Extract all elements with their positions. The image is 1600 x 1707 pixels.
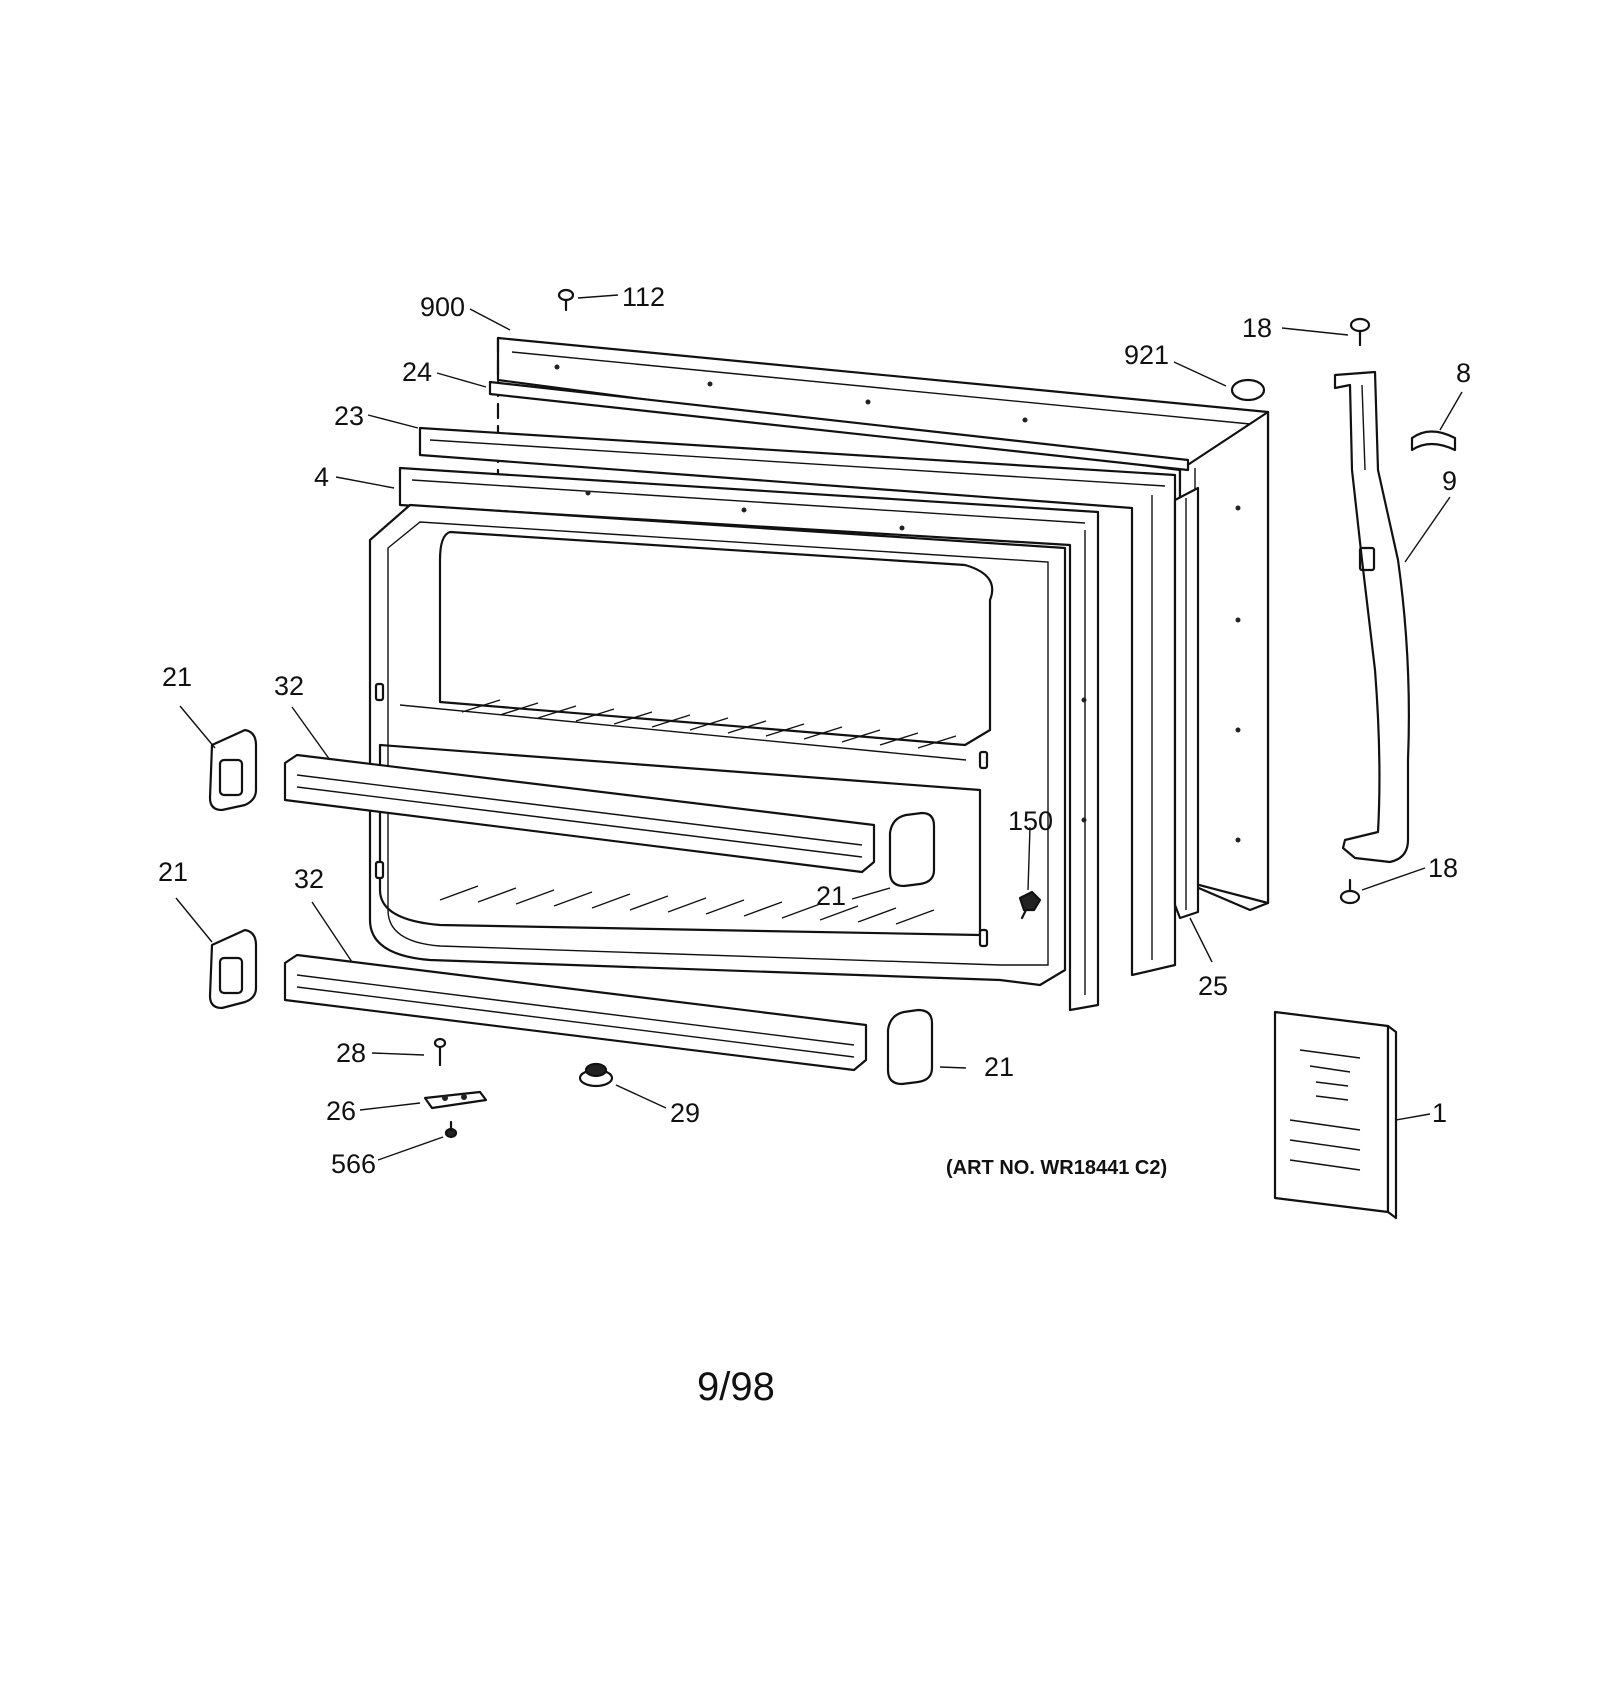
callout-921: 921: [1124, 340, 1169, 370]
end-cap-lower-right: [886, 1008, 934, 1086]
end-cap-lower-left: [208, 928, 258, 1010]
handle-cap: [1410, 430, 1457, 452]
callout-4: 4: [314, 462, 329, 492]
screw-18-top-icon: [1349, 317, 1371, 347]
door-gasket-23: [418, 426, 1177, 977]
callout-29: 29: [670, 1098, 700, 1128]
callout-21-lower-right: 21: [984, 1052, 1014, 1082]
callout-18-bottom: 18: [1428, 853, 1458, 883]
screw-566-icon: [444, 1120, 458, 1139]
door-gasket-24: [488, 380, 1190, 472]
callout-32-lower: 32: [294, 864, 324, 894]
date-code: 9/98: [697, 1365, 775, 1409]
hinge-plate-26-icon: [423, 1090, 488, 1110]
callout-8: 8: [1456, 358, 1471, 388]
owners-manual-icon: [1273, 1010, 1398, 1220]
screw-112-icon: [557, 288, 575, 312]
door-shelf-bar-upper: [283, 753, 876, 874]
callout-25: 25: [1198, 971, 1228, 1001]
end-cap-upper-left: [208, 728, 258, 812]
inner-door-liner: [368, 503, 1067, 987]
door-liner-frame-4: [398, 466, 1100, 1012]
callout-labels: 900 112 24 23 4 921 18 8 9 21 32 150 21 …: [158, 282, 1471, 1179]
art-number: (ART NO. WR18441 C2): [946, 1157, 1167, 1179]
callout-21-upper-left: 21: [162, 662, 192, 692]
callout-21-upper-right: 21: [816, 881, 846, 911]
screw-18-bottom-icon: [1339, 878, 1361, 905]
callout-28: 28: [336, 1038, 366, 1068]
callout-32-upper: 32: [274, 671, 304, 701]
callout-900: 900: [420, 292, 465, 322]
screw-28-icon: [433, 1037, 447, 1067]
door-gasket-25: [1173, 486, 1200, 920]
bumper-29-icon: [578, 1062, 614, 1088]
end-cap-upper-right: [888, 811, 936, 888]
callout-566: 566: [331, 1149, 376, 1179]
callout-24: 24: [402, 357, 432, 387]
leader-lines: [175, 294, 1463, 1161]
callout-9: 9: [1442, 466, 1457, 496]
callout-23: 23: [334, 401, 364, 431]
screw-150-icon: [1018, 890, 1042, 920]
callout-18-top: 18: [1242, 313, 1272, 343]
callout-1: 1: [1432, 1098, 1447, 1128]
plug-921-icon: [1230, 378, 1266, 402]
door-shelf-bar-lower: [283, 953, 868, 1072]
callout-21-lower-left: 21: [158, 857, 188, 887]
callout-150: 150: [1008, 806, 1053, 836]
callout-112: 112: [622, 282, 665, 312]
callout-26: 26: [326, 1096, 356, 1126]
door-handle: [1333, 370, 1410, 864]
